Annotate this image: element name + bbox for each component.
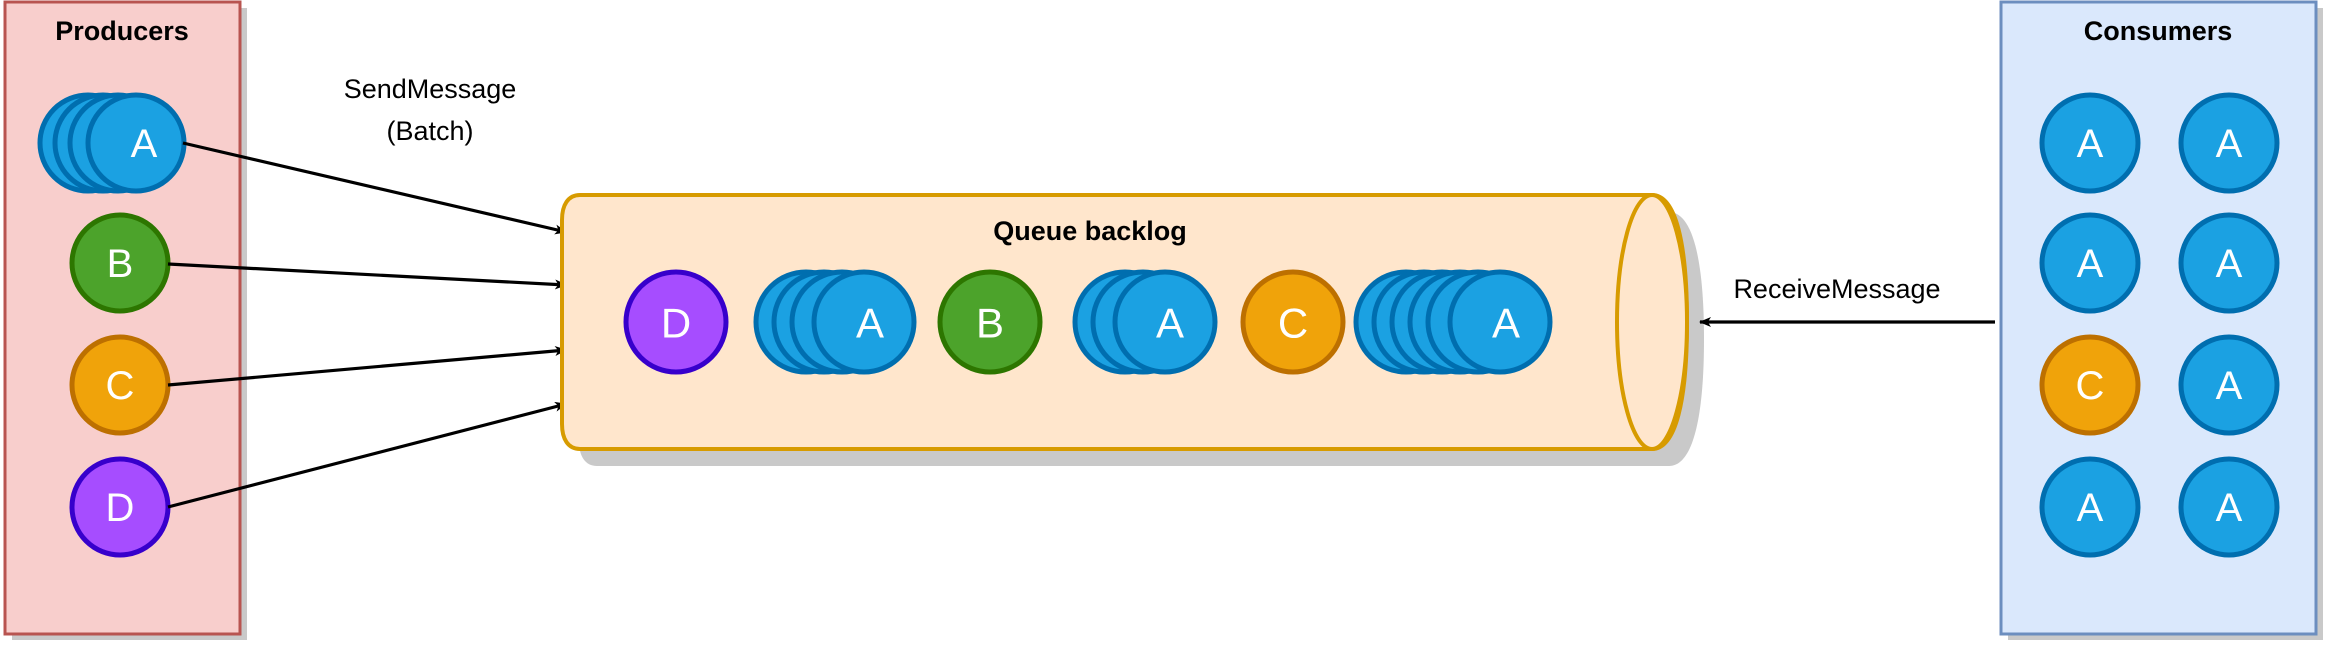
queue-message-label: C [1278, 300, 1308, 347]
consumer-node-circle [2178, 334, 2280, 436]
send-message-label-line2: (Batch) [386, 116, 473, 146]
queue-message-label: B [976, 300, 1004, 347]
queue-backlog-title: Queue backlog [993, 216, 1187, 246]
consumer-node-r0c0[interactable]: A [2039, 92, 2141, 194]
send-message-arrows [167, 141, 567, 509]
consumer-node-r3c1[interactable]: A [2178, 456, 2280, 558]
stack-layer-front [1112, 269, 1218, 375]
queue-message-circle [623, 269, 729, 375]
consumer-node-r1c1[interactable]: A [2178, 212, 2280, 314]
consumer-node-label: A [2077, 122, 2104, 166]
consumer-node-label: A [2216, 242, 2243, 286]
consumer-node-label: A [2216, 122, 2243, 166]
producers-title: Producers [55, 16, 189, 46]
queue-message-d[interactable]: D [623, 269, 729, 375]
producer-node-c[interactable]: C [69, 334, 171, 436]
receive-message-label: ReceiveMessage [1733, 274, 1940, 304]
queue-message-b[interactable]: B [937, 269, 1043, 375]
consumers-panel[interactable]: Consumers [1999, 0, 2323, 640]
consumer-node-label: C [2076, 364, 2105, 408]
queue-message-label: A [1492, 300, 1520, 347]
consumer-node-circle [2039, 92, 2141, 194]
consumer-node-r3c0[interactable]: A [2039, 456, 2141, 558]
consumer-node-r2c1[interactable]: A [2178, 334, 2280, 436]
consumer-node-label: A [2216, 486, 2243, 530]
queue-message-label: D [661, 300, 691, 347]
producer-node-a[interactable]: A [37, 92, 187, 194]
consumer-node-circle [2039, 212, 2141, 314]
queue-message-label: A [856, 300, 884, 347]
consumer-node-circle [2039, 334, 2141, 436]
producer-node-circle [69, 212, 171, 314]
queue-message-a-3[interactable]: A [1353, 269, 1553, 375]
queue-message-a-2[interactable]: A [1072, 269, 1218, 375]
queue-message-c[interactable]: C [1240, 269, 1346, 375]
consumer-node-circle [2178, 456, 2280, 558]
queue-message-label: A [1156, 300, 1184, 347]
producer-node-label: A [131, 122, 158, 166]
consumer-node-label: A [2216, 364, 2243, 408]
queue-message-circle [937, 269, 1043, 375]
consumer-node-r1c0[interactable]: A [2039, 212, 2141, 314]
send-message-label: SendMessage (Batch) [344, 74, 517, 146]
queue-message-a-1[interactable]: A [753, 269, 917, 375]
consumer-node-circle [2178, 212, 2280, 314]
queue-cylinder-cap [1615, 193, 1689, 451]
queue-message-circle [1240, 269, 1346, 375]
consumer-node-r0c1[interactable]: A [2178, 92, 2280, 194]
receive-message-arrow: ReceiveMessage [1699, 274, 1995, 327]
consumer-node-label: A [2077, 486, 2104, 530]
consumers-title: Consumers [2084, 16, 2233, 46]
send-arrow-a [182, 141, 567, 235]
producer-node-label: D [106, 486, 135, 530]
send-arrow-c [167, 345, 567, 387]
stack-layer-front [1447, 269, 1553, 375]
consumers-panel-box [1999, 0, 2318, 636]
producer-node-label: B [107, 242, 134, 286]
consumer-node-label: A [2077, 242, 2104, 286]
producer-node-label: C [106, 364, 135, 408]
consumer-node-circle [2039, 456, 2141, 558]
producer-node-b[interactable]: B [69, 212, 171, 314]
consumer-node-circle [2178, 92, 2280, 194]
send-arrow-b [167, 262, 567, 290]
send-arrow-d [167, 401, 567, 509]
consumer-node-r2c0[interactable]: C [2039, 334, 2141, 436]
stack-layer-front [811, 269, 917, 375]
send-message-label-line1: SendMessage [344, 74, 517, 104]
producer-node-d[interactable]: D [69, 456, 171, 558]
